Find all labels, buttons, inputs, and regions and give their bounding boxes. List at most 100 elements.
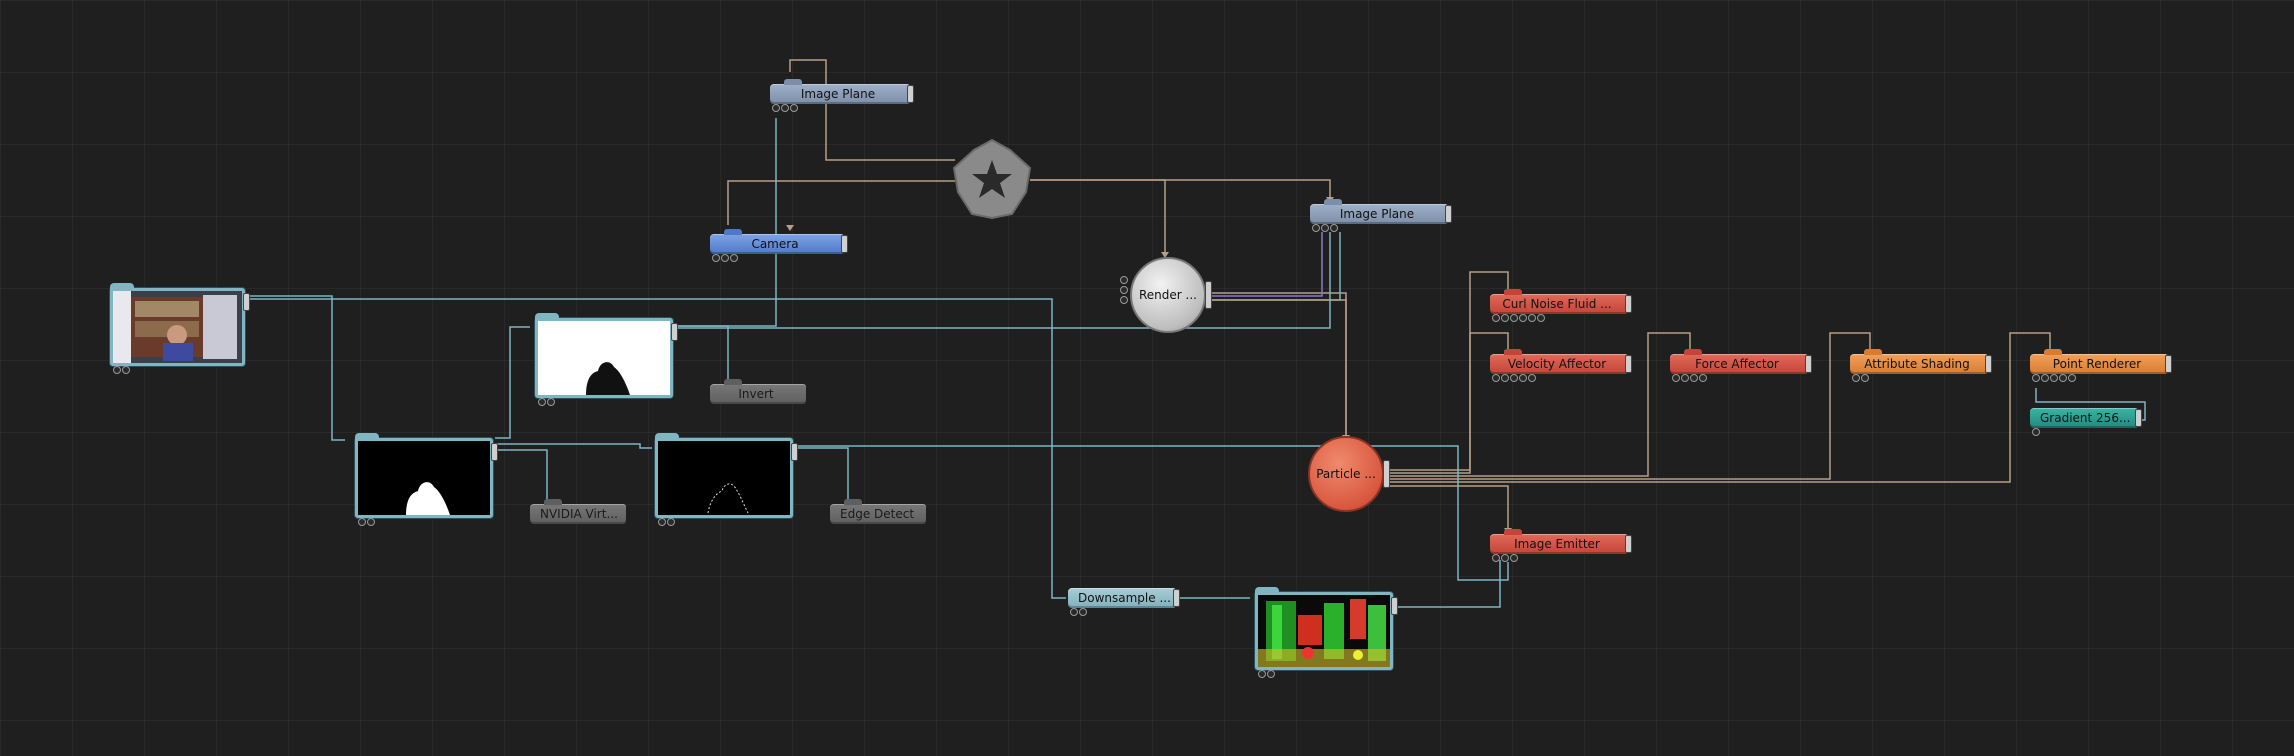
port[interactable]	[1699, 374, 1707, 382]
port[interactable]	[122, 366, 130, 374]
point-renderer-node[interactable]: Point Renderer	[2030, 349, 2172, 382]
downsample-node[interactable]: Downsample ...	[1068, 588, 1180, 616]
port[interactable]	[1501, 374, 1509, 382]
port[interactable]	[1519, 314, 1527, 322]
port[interactable]	[1492, 374, 1500, 382]
node-label: Render ...	[1139, 288, 1197, 302]
port[interactable]	[538, 398, 546, 406]
gradient-node[interactable]: Gradient 256...	[2030, 408, 2142, 436]
output-handle[interactable]	[1625, 355, 1632, 373]
force-affector-node[interactable]: Force Affector	[1670, 349, 1812, 382]
port[interactable]	[547, 398, 555, 406]
port[interactable]	[730, 254, 738, 262]
output-handle[interactable]	[2165, 355, 2172, 373]
webcam-video-node[interactable]	[110, 283, 250, 374]
input-ports	[1492, 314, 1545, 324]
output-handle[interactable]	[1625, 535, 1632, 553]
particle-root-node[interactable]: Particle ...	[1308, 436, 1390, 512]
port[interactable]	[1519, 374, 1527, 382]
port[interactable]	[1120, 286, 1128, 294]
input-ports	[1852, 374, 1869, 384]
port[interactable]	[2050, 374, 2058, 382]
port[interactable]	[667, 518, 675, 526]
output-handle[interactable]	[907, 85, 914, 103]
node-label: Curl Noise Fluid ...	[1502, 297, 1612, 311]
port[interactable]	[1330, 224, 1338, 232]
output-handle[interactable]	[841, 235, 848, 253]
output-handle[interactable]	[1391, 597, 1398, 615]
port[interactable]	[1079, 608, 1087, 616]
port[interactable]	[2041, 374, 2049, 382]
port[interactable]	[367, 518, 375, 526]
camera-node[interactable]: Camera	[710, 229, 848, 262]
port[interactable]	[790, 104, 798, 112]
port[interactable]	[1672, 374, 1680, 382]
port[interactable]	[1070, 608, 1078, 616]
render-node[interactable]: Render ...	[1130, 257, 1212, 333]
port[interactable]	[1510, 374, 1518, 382]
curl-noise-fluid-node[interactable]: Curl Noise Fluid ...	[1490, 289, 1632, 322]
port[interactable]	[1537, 314, 1545, 322]
port[interactable]	[658, 518, 666, 526]
port[interactable]	[1492, 314, 1500, 322]
output-handle[interactable]	[491, 443, 498, 461]
mask-black-video-node[interactable]	[355, 433, 498, 526]
output-handle[interactable]	[1985, 355, 1992, 373]
port[interactable]	[1861, 374, 1869, 382]
node-label: Invert	[738, 387, 774, 401]
edge-black-video-node[interactable]	[655, 433, 798, 526]
port[interactable]	[2059, 374, 2067, 382]
port[interactable]	[1510, 314, 1518, 322]
mask-white-video-node[interactable]	[535, 313, 678, 406]
port[interactable]	[1528, 374, 1536, 382]
output-handle[interactable]	[1383, 460, 1390, 488]
image-emitter-node[interactable]: Image Emitter	[1490, 529, 1632, 562]
port[interactable]	[721, 254, 729, 262]
port[interactable]	[1120, 276, 1128, 284]
port[interactable]	[781, 104, 789, 112]
optical-flow-thumbnail	[1258, 595, 1390, 667]
edge-black-thumbnail	[658, 441, 790, 515]
port[interactable]	[1492, 554, 1500, 562]
velocity-affector-node[interactable]: Velocity Affector	[1490, 349, 1632, 382]
optical-flow-video-node[interactable]	[1255, 587, 1398, 678]
attribute-shading-node[interactable]: Attribute Shading	[1850, 349, 1992, 382]
port[interactable]	[1510, 554, 1518, 562]
output-handle[interactable]	[1805, 355, 1812, 373]
port[interactable]	[2068, 374, 2076, 382]
port[interactable]	[1120, 296, 1128, 304]
port[interactable]	[772, 104, 780, 112]
port[interactable]	[1852, 374, 1860, 382]
port[interactable]	[1501, 554, 1509, 562]
port[interactable]	[1528, 314, 1536, 322]
port[interactable]	[113, 366, 121, 374]
port[interactable]	[1258, 670, 1266, 678]
render-input-ports	[1120, 276, 1128, 304]
output-handle[interactable]	[791, 443, 798, 461]
port[interactable]	[2032, 428, 2040, 436]
port[interactable]	[1501, 314, 1509, 322]
port[interactable]	[1312, 224, 1320, 232]
port[interactable]	[1321, 224, 1329, 232]
output-handle[interactable]	[1173, 589, 1180, 607]
nvidia-virt-node[interactable]: NVIDIA Virt...	[530, 499, 626, 524]
port[interactable]	[1267, 670, 1275, 678]
output-handle[interactable]	[2135, 409, 2142, 427]
port[interactable]	[2032, 374, 2040, 382]
invert-node[interactable]: Invert	[710, 379, 806, 404]
edge-detect-node[interactable]: Edge Detect	[830, 499, 926, 524]
port[interactable]	[712, 254, 720, 262]
output-handle[interactable]	[1445, 205, 1452, 223]
root-star-node[interactable]	[950, 138, 1034, 222]
port[interactable]	[358, 518, 366, 526]
image-plane-right-node[interactable]: Image Plane	[1310, 199, 1452, 232]
output-handle[interactable]	[671, 323, 678, 341]
port[interactable]	[1681, 374, 1689, 382]
port[interactable]	[1690, 374, 1698, 382]
output-handle[interactable]	[1205, 281, 1212, 309]
output-handle[interactable]	[1625, 295, 1632, 313]
output-handle[interactable]	[243, 293, 250, 311]
image-plane-top-node[interactable]: Image Plane	[770, 79, 914, 112]
